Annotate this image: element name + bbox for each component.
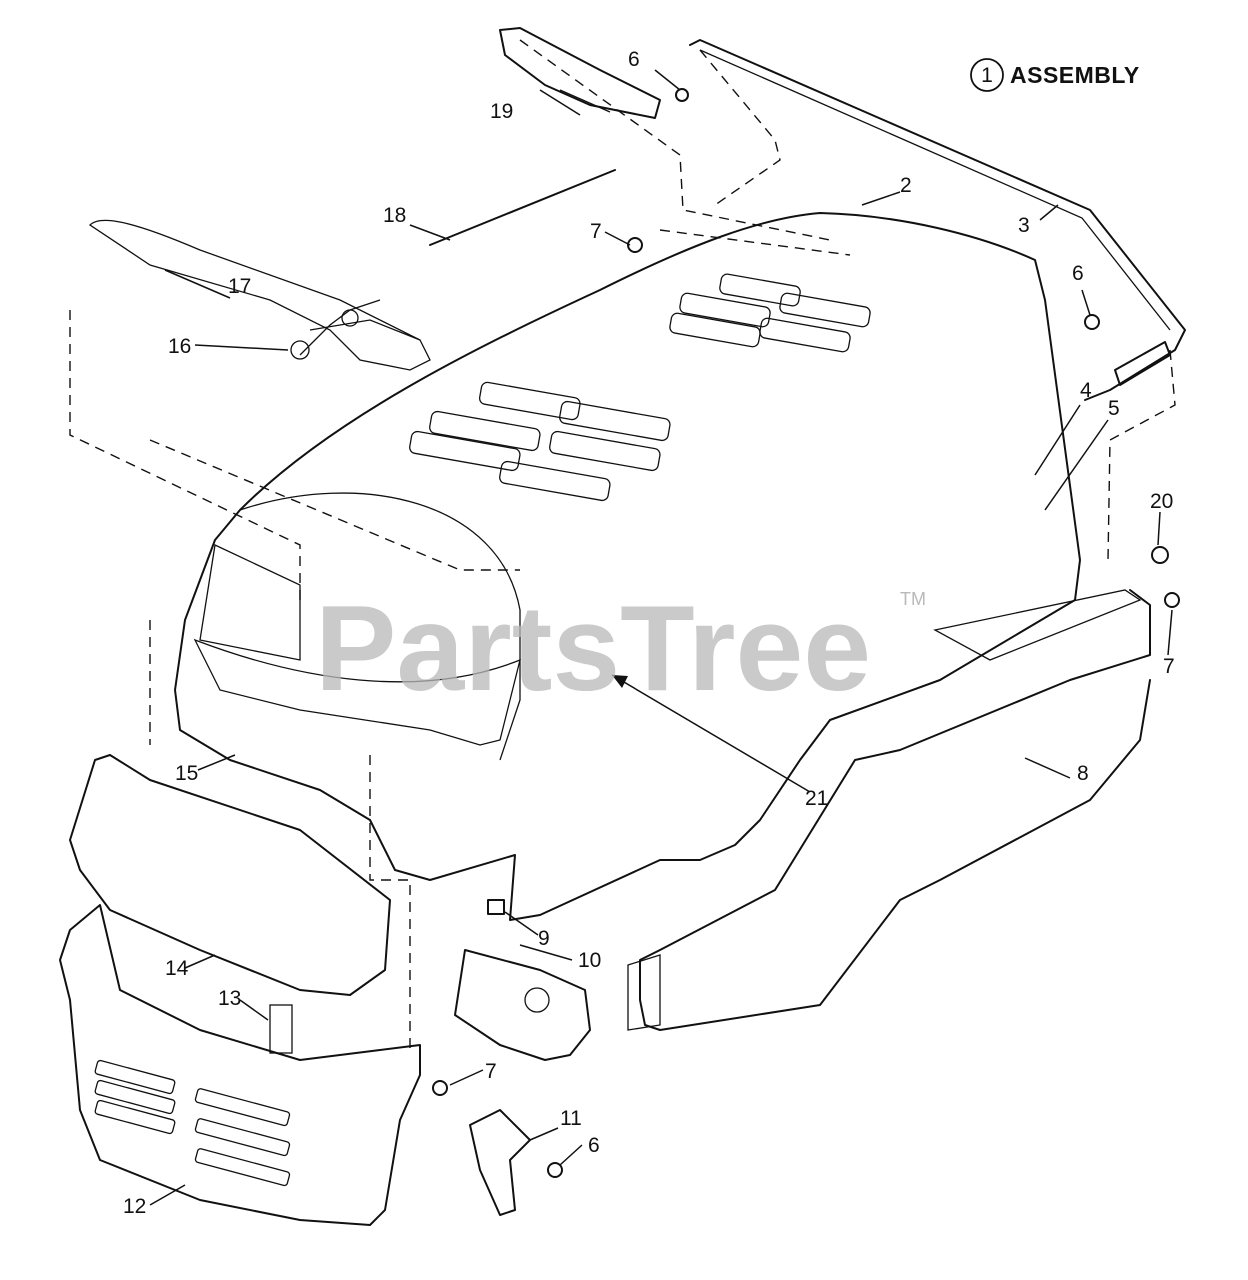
callout-7-bottom: 7: [485, 1060, 497, 1083]
bolt-7-top: [627, 237, 643, 253]
part-12-nose: [59, 904, 421, 1226]
callout-5: 5: [1108, 397, 1120, 420]
assembly-label: ASSEMBLY: [1010, 62, 1140, 88]
callout-17: 17: [228, 275, 251, 298]
callout-15: 15: [175, 762, 198, 785]
watermark-tm: TM: [900, 589, 926, 609]
bolt-7-bottom: [432, 1080, 448, 1096]
part-8-side-rail: [627, 589, 1151, 1031]
callout-6-top: 6: [628, 48, 640, 71]
callout-12: 12: [123, 1195, 146, 1218]
watermark: PartsTree TM: [315, 580, 926, 716]
callout-9: 9: [538, 927, 550, 950]
nut-6-top: [675, 88, 689, 102]
assembly-circle-icon: [970, 58, 1004, 92]
callout-11: 11: [560, 1107, 582, 1130]
callout-labels: 2 3 4 5 6 6 6 7 7 7 8 9 10 11 12 13 14 1…: [123, 48, 1175, 1218]
callout-10: 10: [578, 949, 601, 972]
callout-13: 13: [218, 987, 241, 1010]
part-10-shield: [454, 949, 591, 1061]
callout-7-right: 7: [1163, 655, 1175, 678]
callout-20: 20: [1150, 490, 1173, 513]
assembly-number: 1: [981, 64, 993, 87]
part-14-grille: [69, 544, 521, 996]
callout-2: 2: [900, 174, 912, 197]
nut-6-bottom: [547, 1162, 563, 1178]
callout-7-top: 7: [590, 220, 602, 243]
callout-8: 8: [1077, 762, 1089, 785]
part-13-latch: [269, 1004, 293, 1054]
part-16-17-18-harness: [69, 169, 616, 1050]
fasteners: [269, 88, 1180, 1178]
callout-6-bottom: 6: [588, 1134, 600, 1157]
arrow-head-21: [612, 675, 628, 688]
part-19-bracket: [499, 27, 831, 241]
part-9-clip: [487, 899, 505, 915]
callout-4: 4: [1080, 379, 1092, 402]
part-11-latch: [469, 1109, 531, 1216]
watermark-text: PartsTree: [315, 580, 871, 716]
callout-19: 19: [490, 100, 513, 123]
nut-6-right: [1084, 314, 1100, 330]
assembly-header: 1 ASSEMBLY: [970, 58, 1140, 92]
callout-6-right: 6: [1072, 262, 1084, 285]
part-2-hood: [149, 212, 1081, 921]
callout-18: 18: [383, 204, 406, 227]
callout-14: 14: [165, 957, 189, 980]
leader-lines: [149, 69, 1173, 1206]
bolt-7-right: [1164, 592, 1180, 608]
callout-16: 16: [168, 335, 191, 358]
callout-3: 3: [1018, 214, 1030, 237]
callout-21: 21: [805, 787, 828, 810]
part-20-nut: [1151, 546, 1169, 564]
part-3-bracket: [689, 39, 1186, 561]
